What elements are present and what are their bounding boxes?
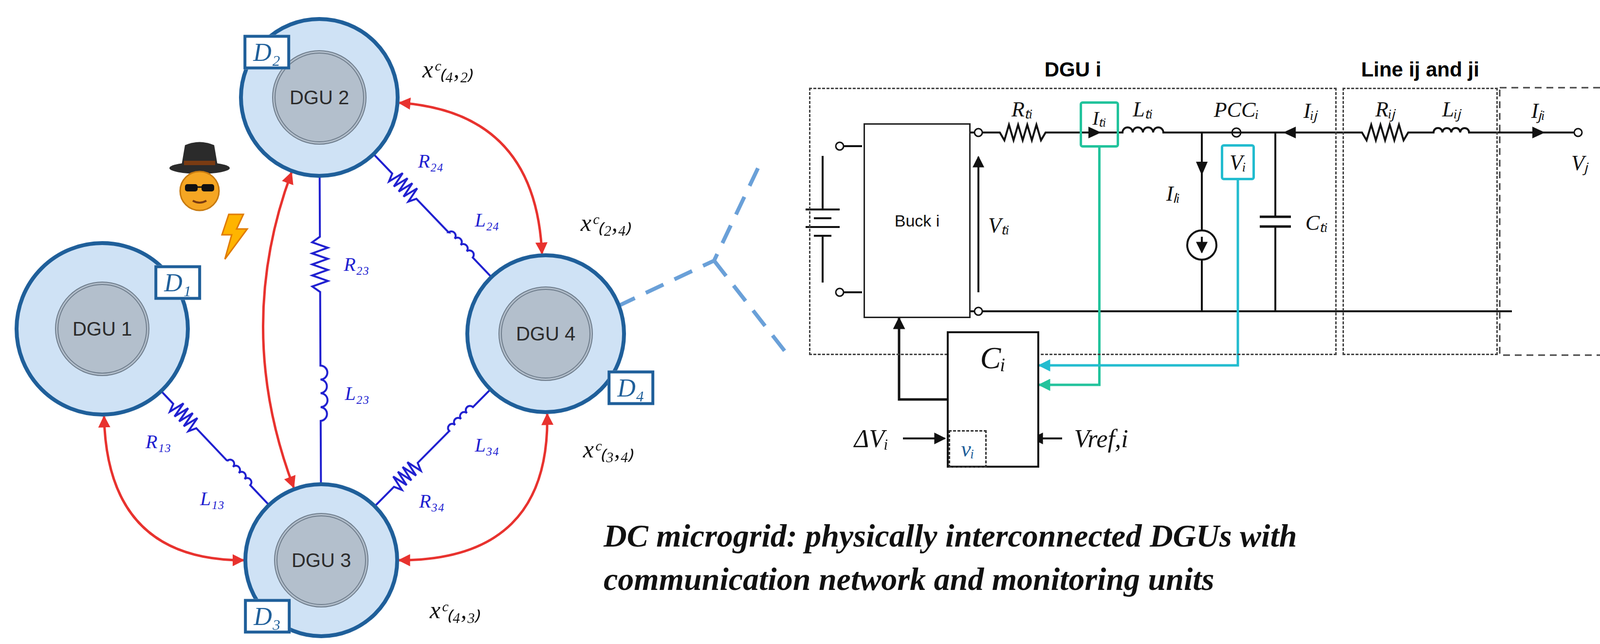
node-label: νᵢ — [960, 435, 975, 462]
dgu-circle: DGU 1 — [55, 281, 150, 376]
power-line — [312, 144, 328, 513]
circuit-symbol: Iₗᵢ — [1166, 177, 1181, 207]
circuit-symbol: Vref,i — [1073, 423, 1128, 453]
measured-voltage-box: Vᵢ — [1220, 144, 1255, 181]
controller-box: Cᵢ νᵢ — [946, 331, 1040, 468]
line-parameter: R₂₃ — [343, 252, 369, 276]
circuit-symbol: Lₜᵢ — [1132, 93, 1153, 123]
monitor-box: νᵢ — [948, 429, 987, 468]
power-line — [351, 131, 514, 300]
region-tag: D₃ — [243, 598, 291, 634]
circuit-symbol: Vₜᵢ — [988, 209, 1010, 239]
region-tag: D₄ — [607, 370, 655, 405]
circuit-symbol: Lᵢⱼ — [1442, 93, 1461, 123]
circuit-symbol: Iⱼᵢ — [1531, 94, 1546, 125]
line-parameter: L₁₃ — [200, 486, 225, 510]
node-label: Cᵢ — [948, 339, 1038, 376]
line-parameter: R₂₄ — [418, 149, 444, 173]
converter-box: Buck i — [863, 123, 971, 318]
region-tag: D₂ — [243, 35, 291, 70]
circuit-symbol: PCCᵢ — [1213, 97, 1260, 123]
group-heading: Line ij and ji — [1343, 57, 1497, 82]
line-parameter: L₂₃ — [345, 381, 370, 405]
caption: DC microgrid: physically interconnected … — [603, 513, 1461, 601]
top-wire — [982, 124, 1575, 141]
circuit-wires — [805, 87, 1600, 439]
node-label: DGU 3 — [291, 549, 351, 571]
communication-link — [104, 416, 244, 560]
signal-label: xᶜ₍₃,₄₎ — [583, 431, 635, 465]
circuit-symbol: ΔVᵢ — [854, 423, 889, 453]
circuit-symbol: Rᵢⱼ — [1375, 93, 1396, 123]
node-label: Iₜᵢ — [1082, 103, 1117, 131]
line-parameter: R₁₃ — [145, 429, 171, 453]
monitoring-region: D₄DGU 4 — [465, 253, 626, 414]
line-parameter: L₂₄ — [474, 208, 499, 232]
measurement-link — [1039, 147, 1100, 385]
line-parameter: R₃₄ — [419, 488, 445, 512]
group-heading: DGU i — [810, 57, 1336, 82]
node-label: Vᵢ — [1229, 149, 1247, 175]
power-line — [354, 367, 513, 527]
circuit-symbol: Iᵢⱼ — [1303, 94, 1318, 125]
node-label: DGU 4 — [515, 322, 576, 345]
dashed-group-box: DGU iBuck iIₜᵢVᵢ — [809, 87, 1337, 355]
monitoring-region: D₁DGU 1 — [14, 240, 190, 417]
circuit-symbol: Vⱼ — [1571, 147, 1588, 177]
dashed-group-box: Line ij and ji — [1342, 87, 1498, 355]
node-label: Buck i — [894, 211, 940, 231]
region-tag: D₁ — [154, 265, 202, 300]
measurement-link — [1039, 180, 1238, 366]
current-arrows — [1088, 126, 1545, 176]
monitoring-region: D₂ DGU 2 — [239, 17, 400, 178]
node-label: DGU 2 — [289, 86, 350, 109]
node-label: DGU 1 — [72, 317, 132, 340]
signal-label: xᶜ₍₄,₂₎ — [422, 51, 474, 85]
signal-label: xᶜ₍₂,₄₎ — [580, 204, 632, 239]
measured-current-box: Iₜᵢ — [1079, 101, 1120, 148]
hacker-icon — [169, 142, 248, 260]
communication-link — [399, 102, 543, 254]
zoom-lines — [617, 163, 786, 352]
dgu-circle: DGU 4 — [498, 286, 593, 381]
line-parameter: L₃₄ — [474, 433, 499, 457]
communication-link — [399, 413, 548, 560]
circuit-symbol: Rₜᵢ — [1011, 93, 1033, 123]
signal-label: xᶜ₍₄,₃₎ — [429, 591, 481, 626]
circuit-symbol: Cₜᵢ — [1305, 206, 1328, 237]
control-signal — [899, 317, 947, 400]
communication-link — [262, 172, 294, 488]
monitoring-region: D₃ DGU 3 — [243, 481, 400, 638]
dgu-circle: DGU 3 — [274, 512, 369, 607]
